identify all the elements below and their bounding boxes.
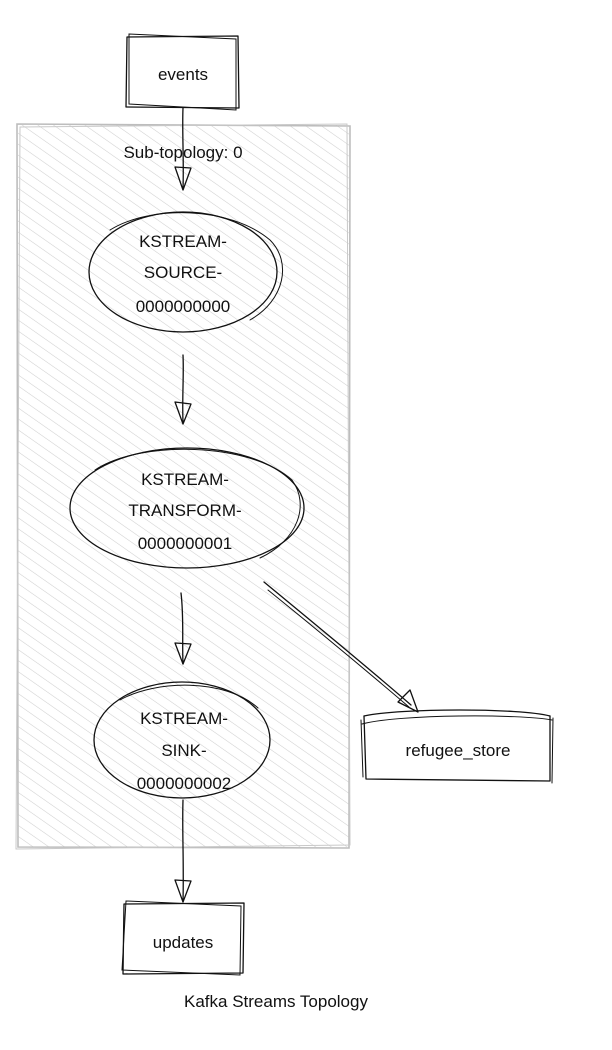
processor-transform-line-3: 0000000001 [138, 534, 233, 553]
processor-source-line-2: SOURCE- [144, 263, 222, 282]
topic-updates: updates [121, 900, 245, 976]
processor-transform-line-2: TRANSFORM- [128, 501, 241, 520]
diagram-caption: Kafka Streams Topology [184, 992, 368, 1011]
processor-source-line-3: 0000000000 [136, 297, 231, 316]
topic-updates-label: updates [153, 933, 214, 952]
arrow-sink-to-updates [174, 799, 192, 903]
topic-events-label: events [158, 65, 208, 84]
processor-sink-line-2: SINK- [161, 741, 206, 760]
arrow-transform-to-sink [174, 592, 192, 665]
arrow-source-to-transform [174, 354, 192, 425]
subtopology-box [15, 123, 351, 850]
arrow-transform-to-store [263, 581, 419, 713]
processor-transform: KSTREAM- TRANSFORM- 0000000001 [69, 447, 305, 569]
state-store: refugee_store [360, 709, 554, 784]
processor-source-line-1: KSTREAM- [139, 232, 227, 251]
processor-sink: KSTREAM- SINK- 0000000002 [93, 681, 271, 799]
processor-sink-line-3: 0000000002 [137, 774, 232, 793]
arrow-events-to-source [174, 107, 192, 191]
processor-source: KSTREAM- SOURCE- 0000000000 [88, 211, 284, 333]
state-store-label: refugee_store [406, 741, 511, 760]
processor-sink-line-1: KSTREAM- [140, 709, 228, 728]
processor-transform-line-1: KSTREAM- [141, 470, 229, 489]
topic-events: events [125, 33, 240, 111]
